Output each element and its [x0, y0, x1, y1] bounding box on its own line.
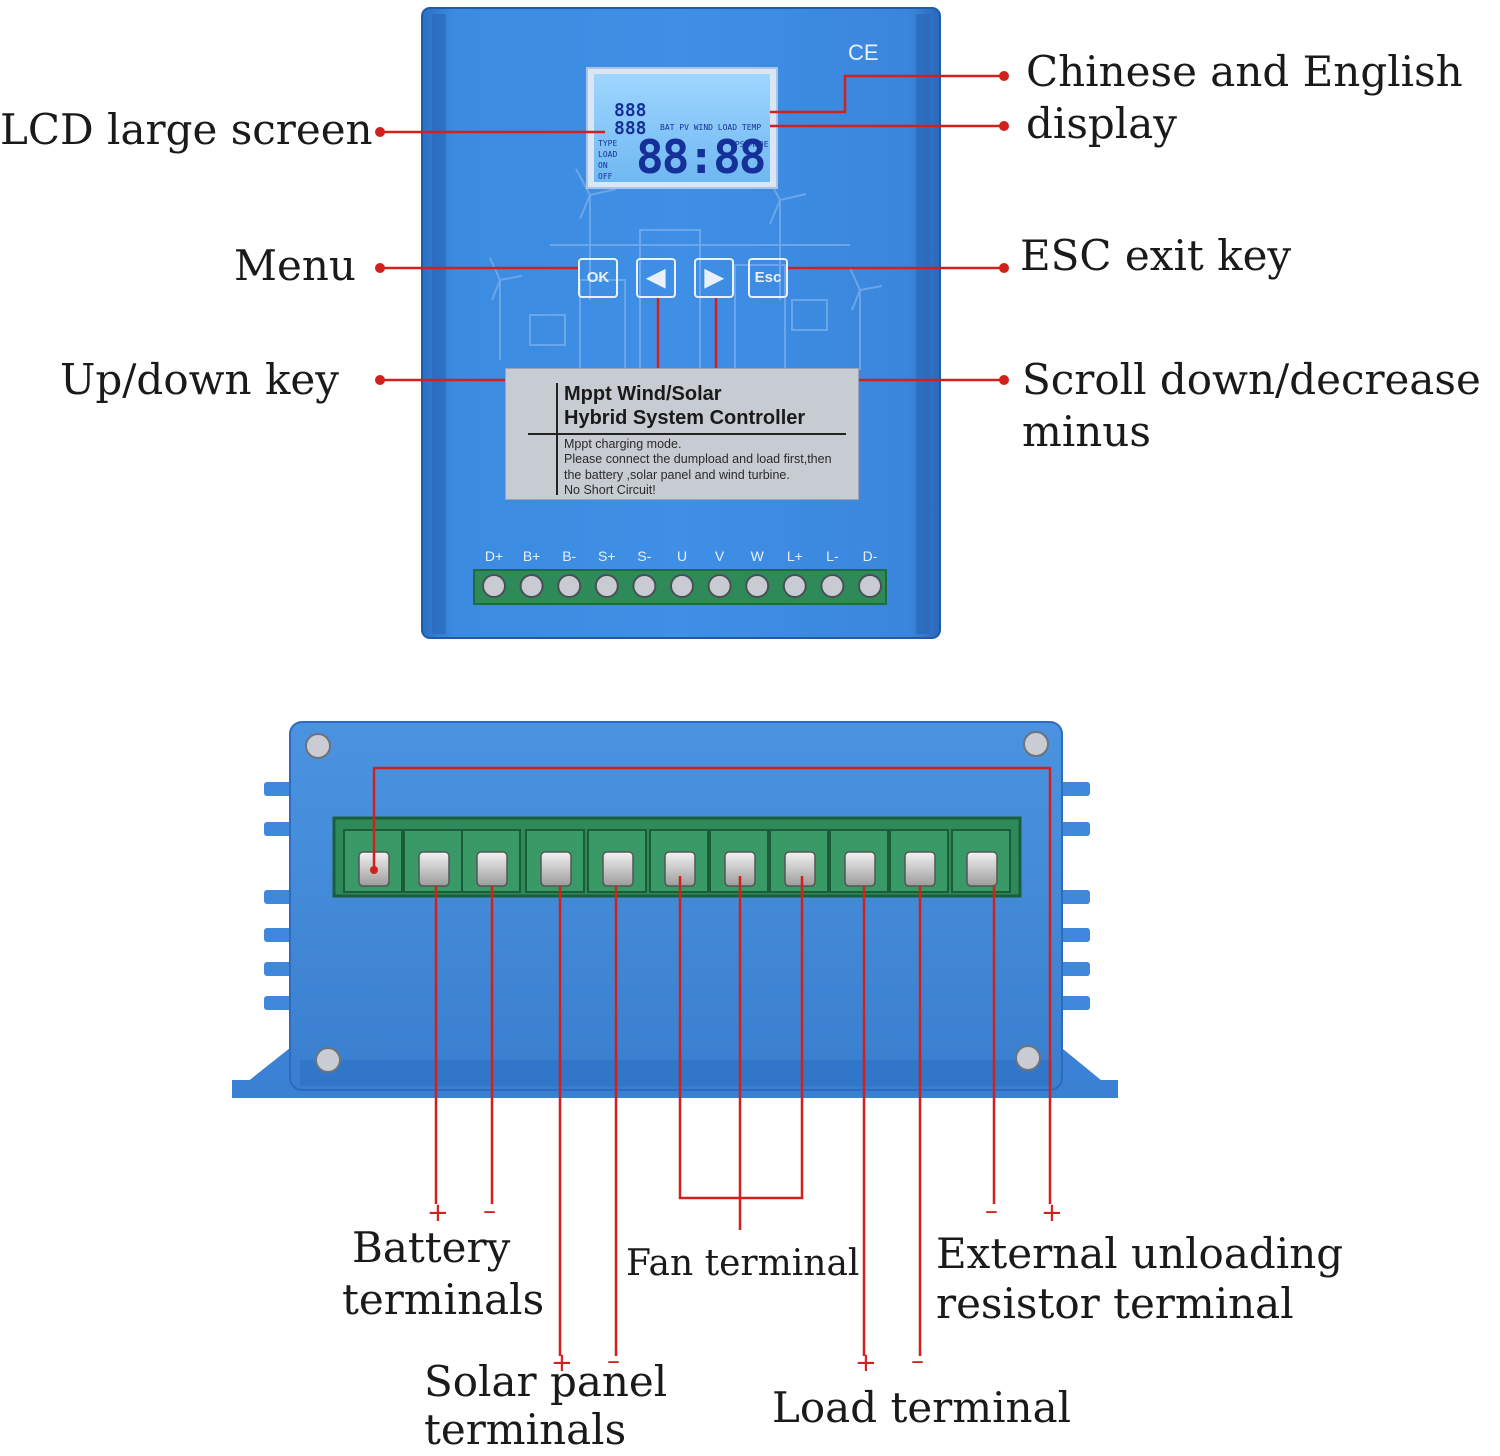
label-solar-2: terminals: [424, 1405, 627, 1454]
ext-minus-sign: –: [985, 1196, 998, 1226]
up-key[interactable]: ◀: [636, 258, 676, 298]
esc-key[interactable]: Esc: [748, 258, 788, 298]
terminal-screw: [858, 574, 882, 598]
label-lcd-large-screen: LCD large screen: [0, 105, 373, 154]
terminal-lug: [904, 851, 936, 887]
label-load-terminal: Load terminal: [772, 1383, 1072, 1432]
down-key[interactable]: ▶: [694, 258, 734, 298]
label-chinese-english-1: Chinese and English: [1026, 47, 1463, 96]
battery-plus-sign: +: [427, 1198, 449, 1228]
sticker-line-4: No Short Circuit!: [564, 483, 656, 497]
terminal-name: V: [714, 548, 725, 564]
terminal-name: B+: [522, 548, 541, 564]
terminal-name: L-: [826, 548, 839, 564]
leader-lines: [372, 74, 1052, 1356]
lcd-status-row: BAT PV WIND LOAD TEMP: [660, 123, 762, 132]
sticker-line-1: Mppt charging mode.: [564, 437, 682, 451]
bottom-terminal-lugs: [343, 829, 1011, 893]
lcd-main-digits: 88:88: [636, 130, 766, 184]
lcd-left-label: OFF: [598, 172, 613, 181]
lcd-left-label: LOAD: [598, 150, 618, 159]
sticker-line-2: Please connect the dumpload and load fir…: [564, 452, 832, 466]
terminal-name: S+: [598, 548, 616, 564]
label-battery-2: terminals: [342, 1275, 545, 1324]
sticker-line-3: the battery ,solar panel and wind turbin…: [564, 468, 790, 482]
label-battery-1: Battery: [352, 1223, 511, 1272]
terminal-lug: [784, 851, 816, 887]
lcd-left-labels: TYPE LOAD ON OFF: [598, 138, 617, 182]
terminal-screw: [820, 574, 845, 598]
terminal-lug: [476, 851, 508, 887]
terminal-name: D-: [862, 548, 878, 564]
terminal-name: S-: [637, 548, 652, 564]
lcd-left-label: ON: [598, 161, 608, 170]
label-fan-terminal: Fan terminal: [626, 1243, 860, 1284]
terminal-lug: [602, 851, 634, 887]
lcd-left-label: TYPE: [598, 139, 618, 148]
sticker-title-2: Hybrid System Controller: [564, 407, 806, 429]
label-external-2: resistor terminal: [936, 1279, 1294, 1328]
product-sticker: Mppt Wind/Solar Hybrid System Controller…: [505, 368, 859, 500]
top-terminal-screws: [482, 574, 882, 598]
top-device: [421, 7, 941, 639]
terminal-screw: [594, 574, 619, 598]
solar-minus-sign: –: [607, 1346, 620, 1376]
ce-mark: CE: [848, 40, 879, 65]
label-solar-1: Solar panel: [424, 1357, 668, 1406]
leader-dots: [370, 71, 1009, 874]
terminal-lug: [844, 851, 876, 887]
terminal-screw: [670, 574, 694, 598]
label-external-1: External unloading: [936, 1229, 1344, 1278]
terminal-screw: [707, 574, 732, 598]
lcd-small-reading-2: 888: [614, 118, 647, 139]
ext-plus-sign: +: [1041, 1198, 1063, 1228]
terminal-screw: [745, 574, 770, 598]
terminal-name: W: [750, 548, 764, 564]
bottom-device: [232, 721, 1118, 1098]
terminal-screw: [782, 574, 807, 598]
battery-minus-sign: –: [483, 1196, 496, 1226]
label-up-down-key: Up/down key: [60, 355, 339, 404]
terminal-screw: [557, 574, 582, 598]
label-scroll-down-2: minus: [1022, 407, 1151, 456]
terminal-name: B-: [562, 548, 577, 564]
lcd-mode-label: TPS MODE: [730, 140, 769, 149]
sticker-title-1: Mppt Wind/Solar: [564, 383, 722, 405]
label-scroll-down-1: Scroll down/decrease: [1022, 355, 1481, 404]
terminal-lug: [418, 851, 450, 887]
terminal-lug: [966, 851, 998, 887]
terminal-lug: [540, 851, 572, 887]
label-chinese-english-2: display: [1026, 99, 1177, 148]
terminal-screw: [519, 574, 544, 598]
terminal-name: L+: [786, 548, 803, 564]
terminal-name: U: [676, 548, 688, 564]
solar-plus-sign: +: [551, 1348, 573, 1378]
label-menu: Menu: [234, 241, 356, 290]
load-minus-sign: –: [911, 1346, 924, 1376]
terminal-screw: [632, 574, 657, 598]
label-esc-exit-key: ESC exit key: [1020, 231, 1292, 280]
ok-key[interactable]: OK: [578, 258, 618, 298]
lcd-small-reading-1: 888: [614, 100, 647, 121]
terminal-name: D+: [484, 548, 504, 564]
load-plus-sign: +: [855, 1348, 877, 1378]
terminal-screw: [482, 574, 506, 598]
